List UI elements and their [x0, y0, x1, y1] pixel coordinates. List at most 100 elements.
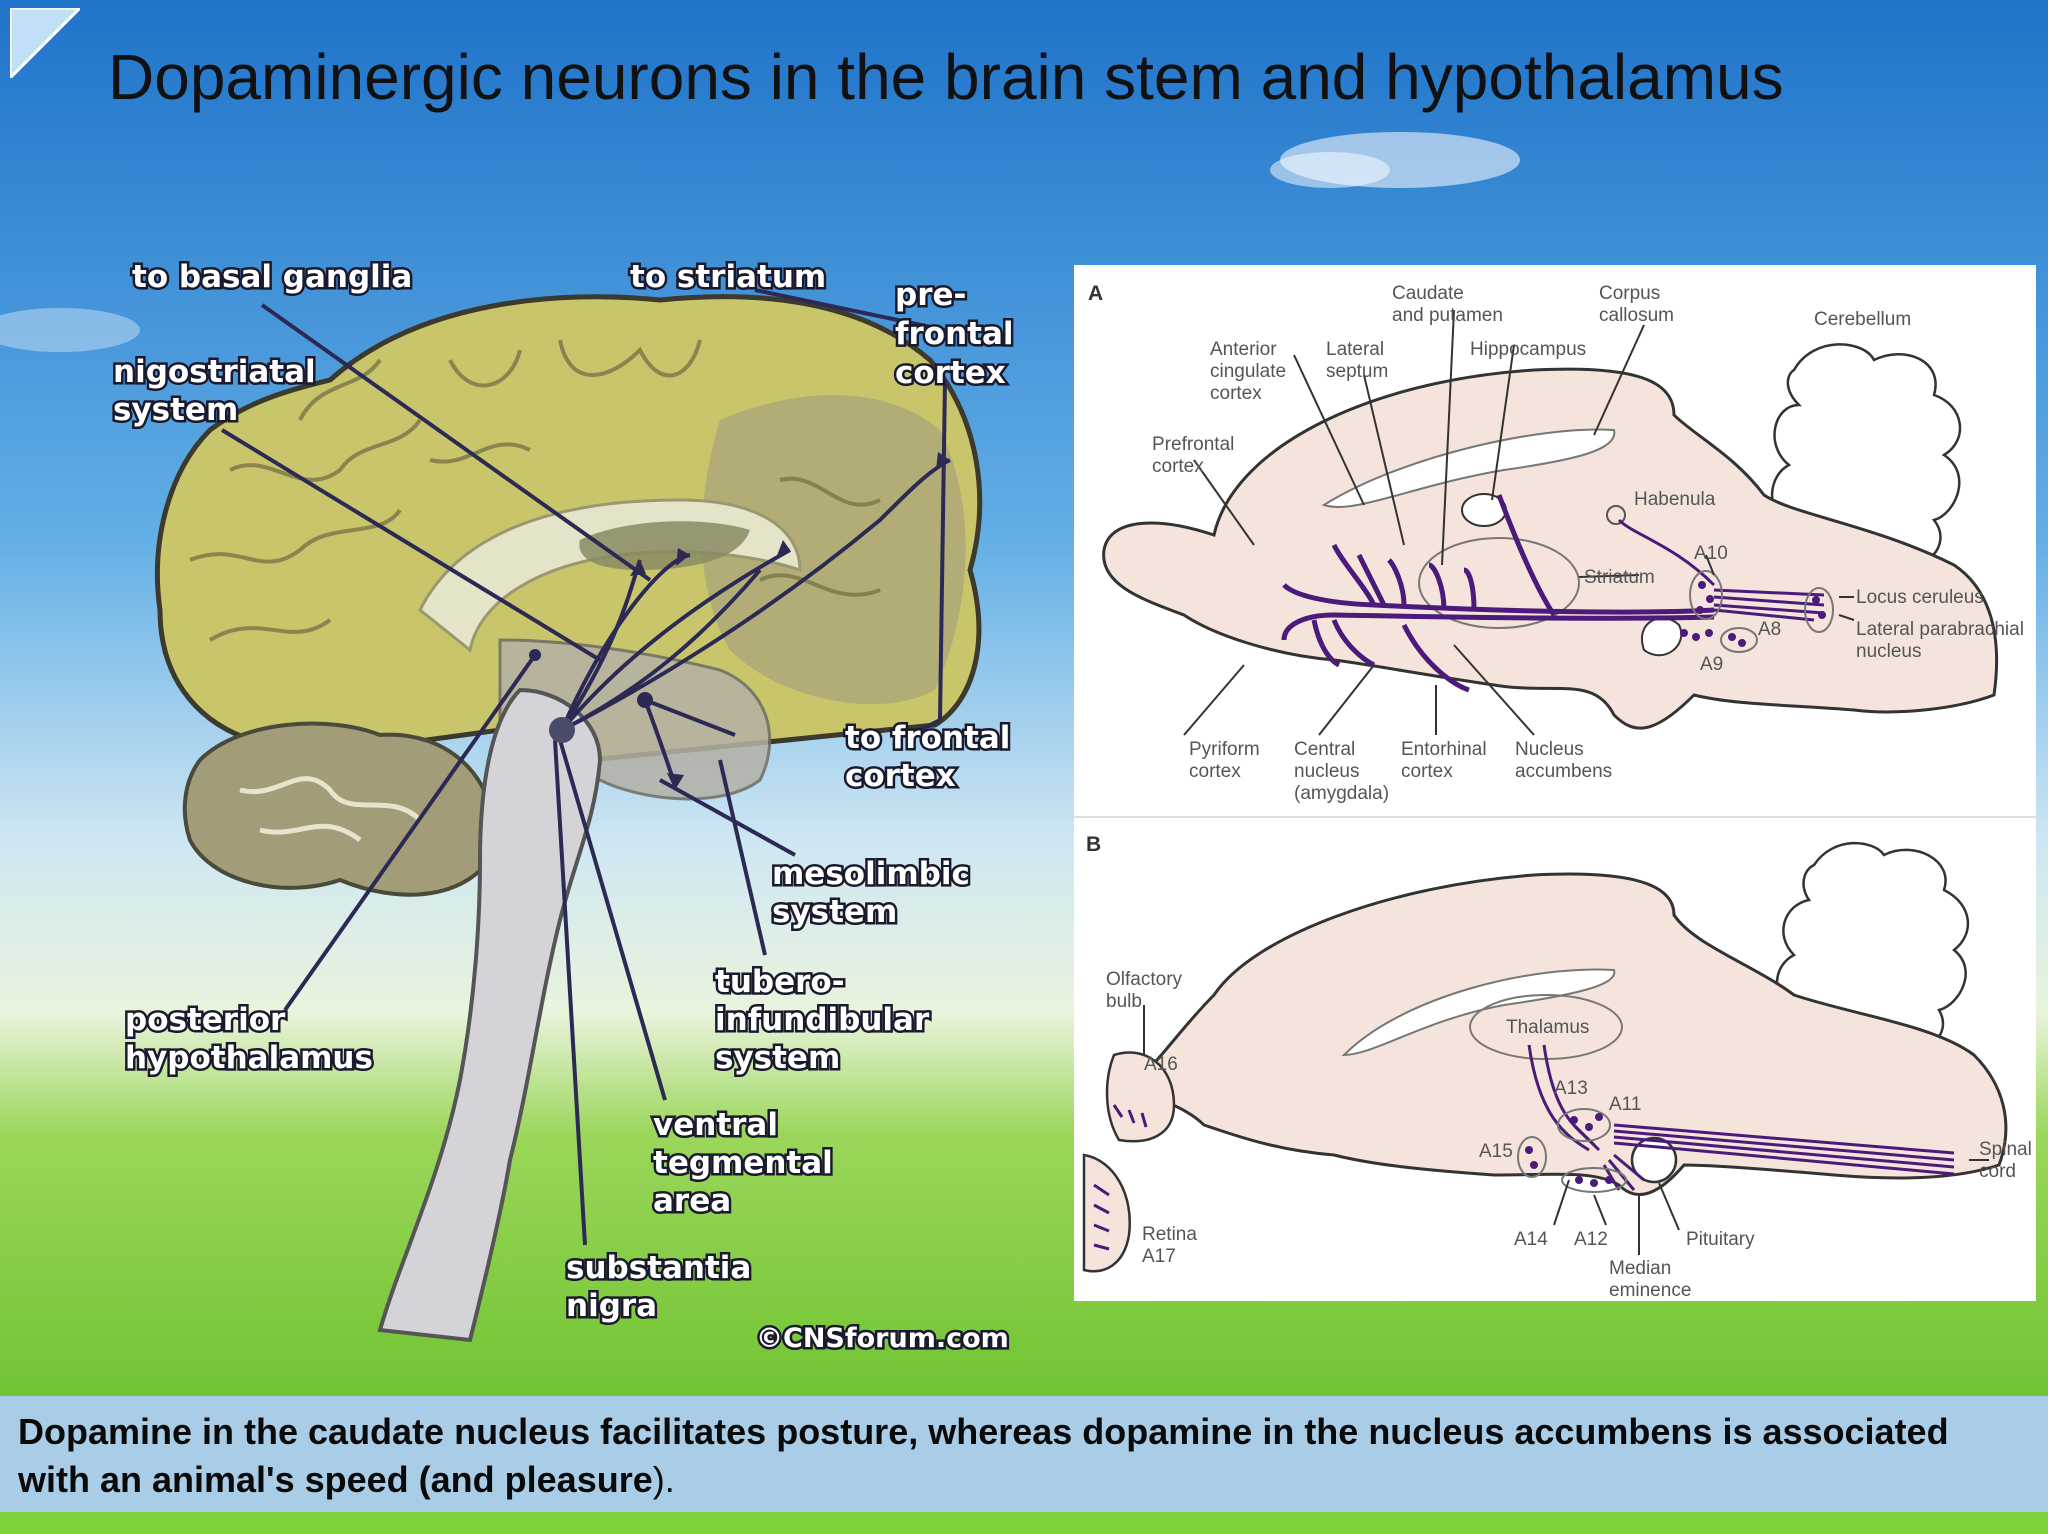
label-prefrontal-3: cortex	[895, 355, 1006, 391]
svg-text:bulb: bulb	[1106, 991, 1142, 1012]
svg-text:A12: A12	[1574, 1229, 1608, 1250]
svg-text:cortex: cortex	[1210, 383, 1262, 404]
caption-bold-text: Dopamine in the caudate nucleus facilita…	[18, 1411, 1949, 1500]
pathway-arrowheads	[630, 452, 950, 790]
panel-b-a15-nucleus	[1517, 1136, 1547, 1178]
brainstem-shape	[377, 687, 603, 1343]
panel-b-cell-dots	[1525, 1113, 1613, 1187]
svg-text:cortex: cortex	[1401, 761, 1453, 782]
svg-text:Thalamus: Thalamus	[1506, 1017, 1589, 1038]
svg-text:A9: A9	[1700, 654, 1723, 675]
label-tuberoinfundibular-2: infundibular	[715, 1002, 930, 1038]
posterior-hypothalamus-nucleus	[529, 649, 541, 661]
svg-text:Locus ceruleus: Locus ceruleus	[1856, 587, 1984, 608]
panel-a: A	[1088, 282, 2024, 804]
panel-a-ventricle	[1641, 617, 1683, 657]
svg-text:A13: A13	[1554, 1078, 1588, 1099]
human-brain-diagram: to basal ganglia to striatum pre- fronta…	[111, 257, 1017, 1357]
caption-band	[0, 1396, 2048, 1512]
panel-a-pathways	[1281, 494, 1715, 693]
label-to-frontal-2: cortex	[845, 758, 956, 794]
svg-text:Caudate: Caudate	[1392, 283, 1464, 304]
svg-text:Prefrontal: Prefrontal	[1152, 434, 1234, 455]
panel-a-corpus-callosum	[1321, 428, 1616, 508]
svg-text:A17: A17	[1142, 1246, 1176, 1267]
label-vta-1: ventral	[653, 1107, 778, 1143]
corner-decoration	[10, 8, 80, 78]
label-vta-3: area	[653, 1183, 731, 1219]
svg-text:Olfactory: Olfactory	[1106, 969, 1183, 990]
label-to-striatum: to striatum	[630, 259, 826, 295]
slide-title: Dopaminergic neurons in the brain stem a…	[108, 41, 1784, 113]
panel-a-striatum-outline	[1418, 537, 1580, 629]
svg-text:callosum: callosum	[1599, 305, 1674, 326]
svg-text:(amygdala): (amygdala)	[1294, 783, 1389, 804]
rat-brain-panel: A	[1074, 265, 2036, 1301]
pathway-lines	[220, 288, 951, 1246]
label-posterior-hypothalamus-2: hypothalamus	[125, 1040, 373, 1076]
svg-text:eminence: eminence	[1609, 1280, 1691, 1301]
svg-text:and putamen: and putamen	[1392, 305, 1503, 326]
svg-text:A14: A14	[1514, 1229, 1548, 1250]
label-vta-2: tegmental	[653, 1145, 833, 1181]
slide-caption: Dopamine in the caudate nucleus facilita…	[18, 1408, 2028, 1504]
panel-a-a10-nucleus	[1689, 570, 1723, 620]
svg-text:cingulate: cingulate	[1210, 361, 1286, 382]
svg-text:Pyriform: Pyriform	[1189, 739, 1260, 760]
panel-b-brain	[1131, 872, 2008, 1197]
copyright-mark: ©CNSforum.com	[756, 1323, 1009, 1354]
svg-text:Anterior: Anterior	[1210, 339, 1277, 360]
label-mesolimbic-1: mesolimbic	[772, 856, 970, 892]
frontal-region	[701, 395, 966, 705]
svg-text:Median: Median	[1609, 1258, 1671, 1279]
svg-text:A10: A10	[1694, 543, 1728, 564]
svg-text:Lateral: Lateral	[1326, 339, 1384, 360]
rat-brain-diagrams: A	[1074, 282, 2036, 1301]
label-tuberoinfundibular-3: system	[715, 1040, 840, 1076]
svg-text:Nucleus: Nucleus	[1515, 739, 1584, 760]
panel-b-retina-cells	[1093, 1104, 1148, 1251]
label-nigostriatal-1: nigostriatal	[113, 354, 316, 390]
svg-text:nucleus: nucleus	[1856, 641, 1922, 662]
panel-a-labels: Caudate and putamen Corpus callosum Cere…	[1152, 283, 2024, 804]
panel-b-corpus-callosum	[1341, 968, 1616, 1057]
panel-a-cell-dots	[1680, 581, 1826, 647]
svg-text:Corpus: Corpus	[1599, 283, 1660, 304]
arcuate-nucleus	[637, 692, 653, 708]
panel-a-locus-nucleus	[1804, 587, 1834, 633]
label-substantia-nigra-1: substantia	[566, 1250, 751, 1286]
svg-text:Entorhinal: Entorhinal	[1401, 739, 1487, 760]
label-mesolimbic-2: system	[772, 894, 897, 930]
cerebellum-shape	[182, 721, 498, 897]
svg-text:Retina: Retina	[1142, 1224, 1197, 1245]
svg-text:Cerebellum: Cerebellum	[1814, 309, 1911, 330]
svg-text:Habenula: Habenula	[1634, 489, 1716, 510]
panel-a-leader-lines	[1183, 309, 1855, 736]
svg-text:Pituitary: Pituitary	[1686, 1229, 1755, 1250]
gyri-lines	[189, 339, 881, 642]
panel-a-a8-nucleus	[1720, 627, 1758, 653]
label-tuberoinfundibular-1: tubero-	[715, 964, 845, 1000]
label-substantia-nigra-2: nigra	[566, 1288, 657, 1324]
svg-text:A8: A8	[1758, 619, 1781, 640]
panel-b-a12-nucleus	[1561, 1167, 1627, 1193]
panel-b-letter: B	[1086, 833, 1101, 856]
panel-b-labels: Olfactory bulb A16 Thalamus A13 A11 A15 …	[1106, 969, 2032, 1301]
svg-text:Lateral parabrachial: Lateral parabrachial	[1856, 619, 2024, 640]
svg-text:Striatum: Striatum	[1584, 567, 1655, 588]
svg-text:A11: A11	[1609, 1094, 1641, 1115]
panel-b-olfactory-bulb	[1105, 1051, 1176, 1143]
panel-a-habenula-shape	[1606, 505, 1626, 525]
caption-tail-text: ).	[652, 1459, 675, 1500]
label-posterior-hypothalamus-1: posterior	[125, 1002, 286, 1038]
svg-text:cord: cord	[1979, 1161, 2016, 1182]
svg-text:A16: A16	[1144, 1054, 1178, 1075]
svg-text:A15: A15	[1479, 1141, 1513, 1162]
label-prefrontal-2: frontal	[895, 316, 1014, 352]
svg-text:cortex: cortex	[1189, 761, 1241, 782]
svg-text:Hippocampus: Hippocampus	[1470, 339, 1586, 360]
svg-text:Spinal: Spinal	[1979, 1139, 2032, 1160]
vta-nucleus	[549, 717, 575, 743]
svg-text:cortex: cortex	[1152, 456, 1204, 477]
label-to-basal-ganglia: to basal ganglia	[132, 259, 412, 295]
